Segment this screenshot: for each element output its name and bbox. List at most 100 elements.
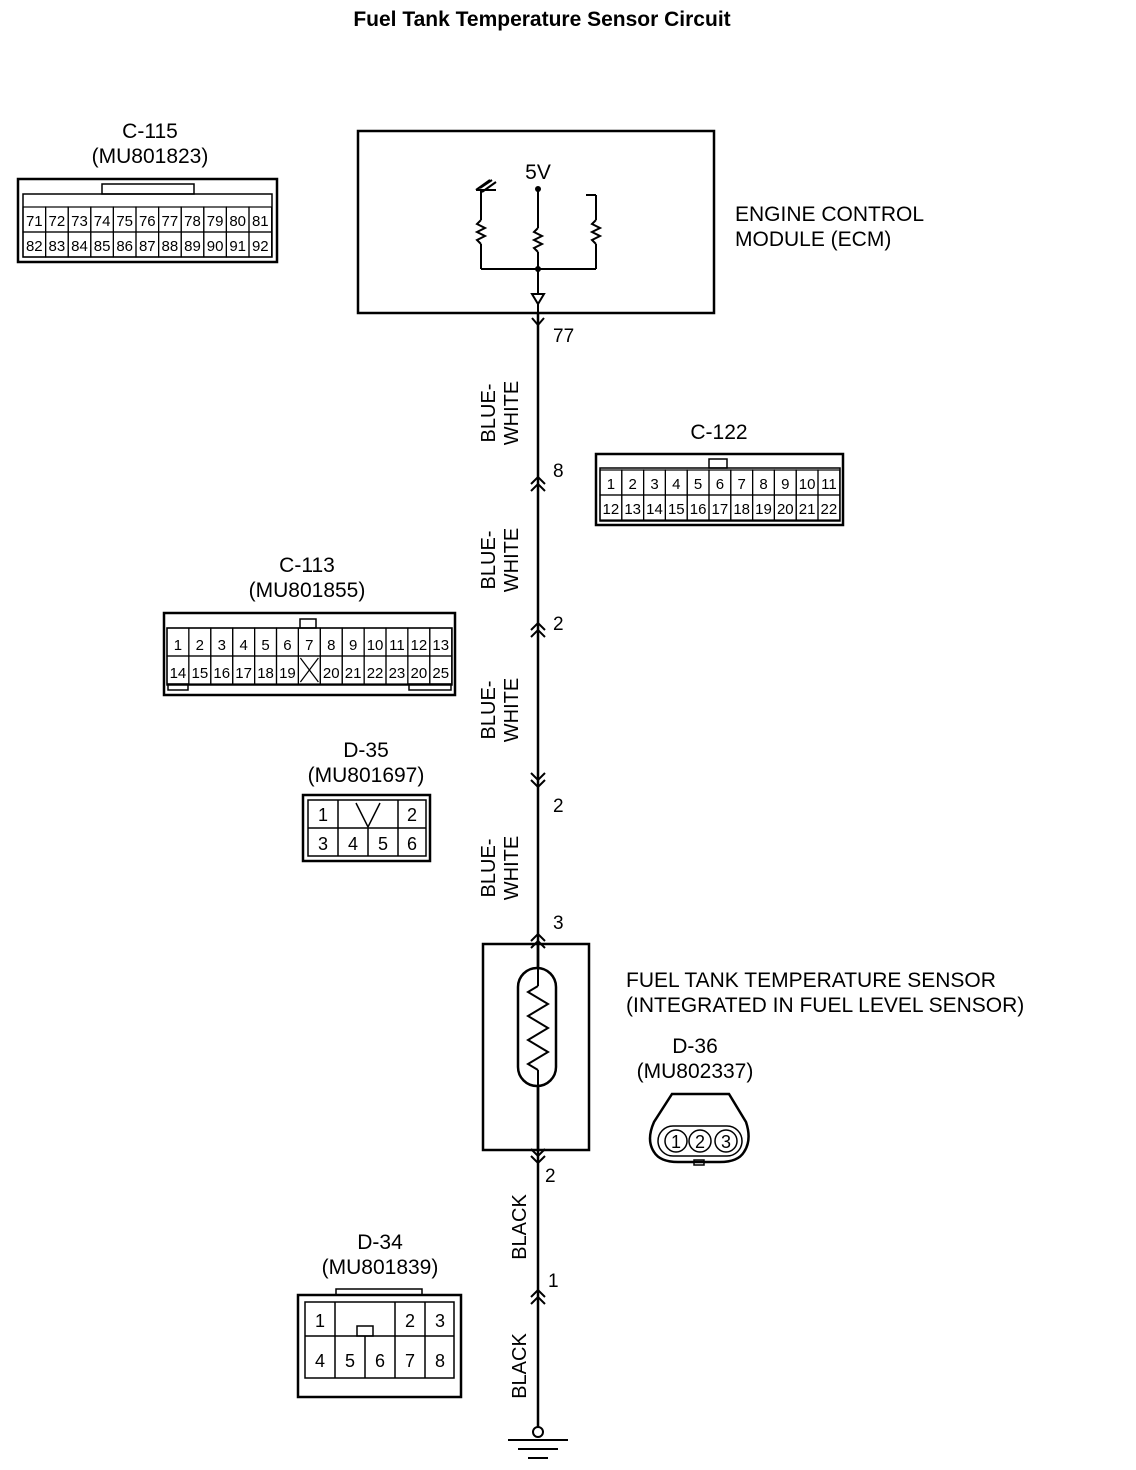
c115-pin-label: 89: [184, 238, 201, 255]
c115-pin-label: 76: [139, 213, 156, 230]
ecm-voltage-label: 5V: [525, 161, 551, 184]
c122-pin-label: 18: [733, 501, 750, 518]
c115-pin-label: 77: [162, 213, 179, 230]
ecm-box: [356, 129, 716, 315]
c122-pin-label: 17: [712, 501, 729, 518]
c122-pin-label: 10: [799, 476, 816, 493]
c113-pin-label: 6: [283, 637, 291, 654]
c113-pin-label: 19: [279, 665, 296, 682]
svg-text:WHITE: WHITE: [501, 528, 523, 592]
c115-pin-label: 85: [94, 238, 111, 255]
d35-pin-label: 6: [407, 834, 417, 854]
d34-pin-label: 6: [375, 1351, 385, 1371]
c122-pin-label: 7: [738, 476, 746, 493]
d36-part: (MU802337): [637, 1060, 754, 1083]
sensor-label-line1: FUEL TANK TEMPERATURE SENSOR: [626, 969, 996, 992]
c113-pin-label: 13: [432, 637, 449, 654]
c122-cell: [817, 494, 841, 521]
c122-pin-symbol: [530, 475, 546, 492]
svg-text:BLACK: BLACK: [509, 1333, 531, 1399]
pin-sensor-3: 3: [553, 913, 564, 934]
d34-pin-label: 7: [405, 1351, 415, 1371]
c115-pin-label: 71: [26, 213, 43, 230]
d34-pin-label: 3: [435, 1311, 445, 1331]
wire-label-seg6: BLACK: [509, 1333, 531, 1399]
c113-pin-label: 8: [327, 637, 335, 654]
d34-pin-symbol: [530, 1288, 546, 1305]
d35-pin-label: 2: [407, 805, 417, 825]
c115-pin-label: 83: [49, 238, 66, 255]
c113-x-mark: [299, 657, 319, 683]
c115-pin-label: 74: [94, 213, 111, 230]
c113-pin-label: 15: [192, 665, 209, 682]
c122-pin-label: 8: [759, 476, 767, 493]
pin-c122-8: 8: [553, 461, 564, 482]
c113-pin-label: 9: [349, 637, 357, 654]
svg-text:BLUE-: BLUE-: [478, 531, 500, 590]
c122-pin-label: 4: [672, 476, 680, 493]
c115-pin-label: 82: [26, 238, 43, 255]
c122-pin-label: 20: [777, 501, 794, 518]
c113-pin-label: 3: [218, 637, 226, 654]
c113-pin-label: 5: [261, 637, 269, 654]
d35-pin-label: 5: [378, 834, 388, 854]
c113-part: (MU801855): [249, 579, 366, 602]
svg-text:BLUE-: BLUE-: [478, 384, 500, 443]
c122-pin-label: 5: [694, 476, 702, 493]
d35-part: (MU801697): [308, 764, 425, 787]
c115-pin-label: 86: [116, 238, 133, 255]
ecm-label-line2: MODULE (ECM): [735, 228, 891, 251]
c122-pin-label: 16: [690, 501, 707, 518]
d36-pin-circle: [688, 1129, 712, 1153]
pin-d34-1: 1: [548, 1271, 559, 1292]
c113-pin-label: 17: [235, 665, 252, 682]
wire-label-seg5: BLACK: [509, 1194, 531, 1260]
pin-c113-2a: 2: [553, 614, 564, 635]
wire-label-seg2: BLUE- WHITE: [478, 528, 523, 592]
c113-pin-label: 20: [323, 665, 340, 682]
d34-pin-label: 5: [345, 1351, 355, 1371]
d36-pin-circle: [714, 1129, 738, 1153]
svg-text:WHITE: WHITE: [501, 836, 523, 900]
d35-pin-label: 1: [318, 805, 328, 825]
c115-pin-label: 72: [49, 213, 66, 230]
c113-pin-label: 22: [367, 665, 384, 682]
diagram-title: Fuel Tank Temperature Sensor Circuit: [353, 8, 730, 31]
d35-pin-label: 3: [318, 834, 328, 854]
c115-pin-label: 78: [184, 213, 201, 230]
c115-pin-label: 88: [162, 238, 179, 255]
c122-pin-label: 3: [650, 476, 658, 493]
d34-pin-label: 4: [315, 1351, 325, 1371]
sensor-label-line2: (INTEGRATED IN FUEL LEVEL SENSOR): [626, 994, 1024, 1017]
pin-ecm-77: 77: [553, 326, 574, 347]
c122-pin-label: 22: [821, 501, 838, 518]
c113-pin-label: 2: [196, 637, 204, 654]
c115-id: C-115: [122, 120, 178, 143]
d35-id: D-35: [343, 739, 389, 762]
c115-pin-label: 79: [207, 213, 224, 230]
c115-pin-label: 81: [252, 213, 269, 230]
d34-pin-label: 8: [435, 1351, 445, 1371]
c113-pin-label: 21: [345, 665, 362, 682]
c113-pin-label: 10: [367, 637, 384, 654]
c113-pin-label: 25: [432, 665, 449, 682]
d36-pin-label: 3: [721, 1132, 731, 1152]
c113-cell: [429, 655, 453, 685]
c113-pin-label: 14: [170, 665, 187, 682]
sensor-top-pin-symbol: [530, 932, 546, 949]
d36-id: D-36: [672, 1035, 718, 1058]
c115-pin-label: 84: [71, 238, 88, 255]
ecm-pin-symbol: [531, 317, 545, 327]
c113-pin-label: 20: [411, 665, 428, 682]
c115-cell: [248, 231, 273, 258]
c113-pin-label: 12: [411, 637, 428, 654]
c122-pin-label: 12: [603, 501, 620, 518]
ecm-label-line1: ENGINE CONTROL: [735, 203, 924, 226]
pin-sensor-2: 2: [545, 1166, 556, 1187]
